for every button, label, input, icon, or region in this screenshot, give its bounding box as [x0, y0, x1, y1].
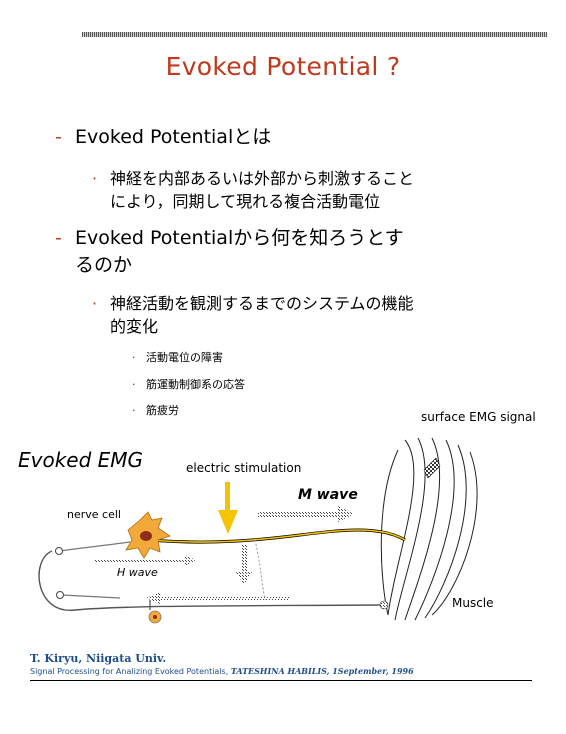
sub-bullet-2: · 神経活動を観測するまでのシステムの機能 的変化 [92, 292, 414, 338]
diagram-title: Evoked EMG [18, 448, 143, 472]
bottom-divider [30, 680, 532, 681]
dash-marker: - [55, 227, 62, 249]
bullet-1: - Evoked Potentialとは [55, 124, 272, 151]
m-wave-label: M wave [298, 487, 358, 503]
top-divider [82, 32, 547, 37]
h-wave-label: H wave [117, 566, 158, 579]
descending-arrow [236, 545, 252, 585]
nerve-cell-nucleus [140, 531, 152, 541]
reflex-loop-fiber [38, 550, 381, 611]
dot-marker: · [92, 169, 98, 188]
author-credit: T. Kiryu, Niigata Univ. [30, 652, 167, 665]
subsub-item: · 筋運動制御系の応答 [132, 378, 245, 391]
subsub-item: · 活動電位の障害 [132, 351, 223, 364]
sub-bullet-1: · 神経を内部あるいは外部から刺激すること により，同期して現れる複合活動電位 [92, 167, 415, 213]
m-wave-arrow [258, 506, 354, 522]
bullet-2-line-1: Evoked Potentialから何を知ろうとす [75, 227, 404, 249]
sub-bullet-2-line-1: 神経活動を観測するまでのシステムの機能 [110, 294, 414, 313]
stimulation-arrow [218, 482, 238, 534]
bullet-1-text: Evoked Potentialとは [75, 126, 272, 148]
subsub-item: · 筋疲労 [132, 404, 179, 417]
surface-emg-label: surface EMG signal [421, 410, 536, 424]
surface-electrode [423, 457, 441, 479]
nerve-fiber [149, 529, 406, 543]
muscle-outline [380, 437, 478, 621]
sub-bullet-2-line-2: 的変化 [110, 317, 159, 336]
terminal-node [55, 547, 63, 555]
nerve-fiber-outline [149, 528, 406, 544]
sub-bullet-1-line-2: により，同期して現れる複合活動電位 [110, 192, 381, 211]
electric-stimulation-label: electric stimulation [186, 461, 301, 475]
bullet-2-line-2: るのか [75, 254, 133, 276]
dash-marker: - [55, 126, 62, 148]
terminal-node [56, 591, 64, 599]
neuromuscular-junction [379, 600, 389, 610]
reference-credit: Signal Processing for Analizing Evoked P… [30, 666, 414, 676]
dot-marker: · [92, 294, 98, 313]
nerve-cell-label: nerve cell [67, 508, 121, 521]
muscle-label: Muscle [452, 596, 494, 610]
h-wave-arrow-upper [95, 555, 196, 566]
sub-bullet-1-line-1: 神経を内部あるいは外部から刺激すること [110, 169, 415, 188]
bullet-2: - Evoked Potentialから何を知ろうとす るのか [55, 225, 404, 279]
slide-title: Evoked Potential ? [165, 52, 401, 81]
return-arrow [146, 592, 290, 604]
evoked-emg-diagram: Evoked EMG surface EMG signal electric s… [18, 410, 536, 624]
